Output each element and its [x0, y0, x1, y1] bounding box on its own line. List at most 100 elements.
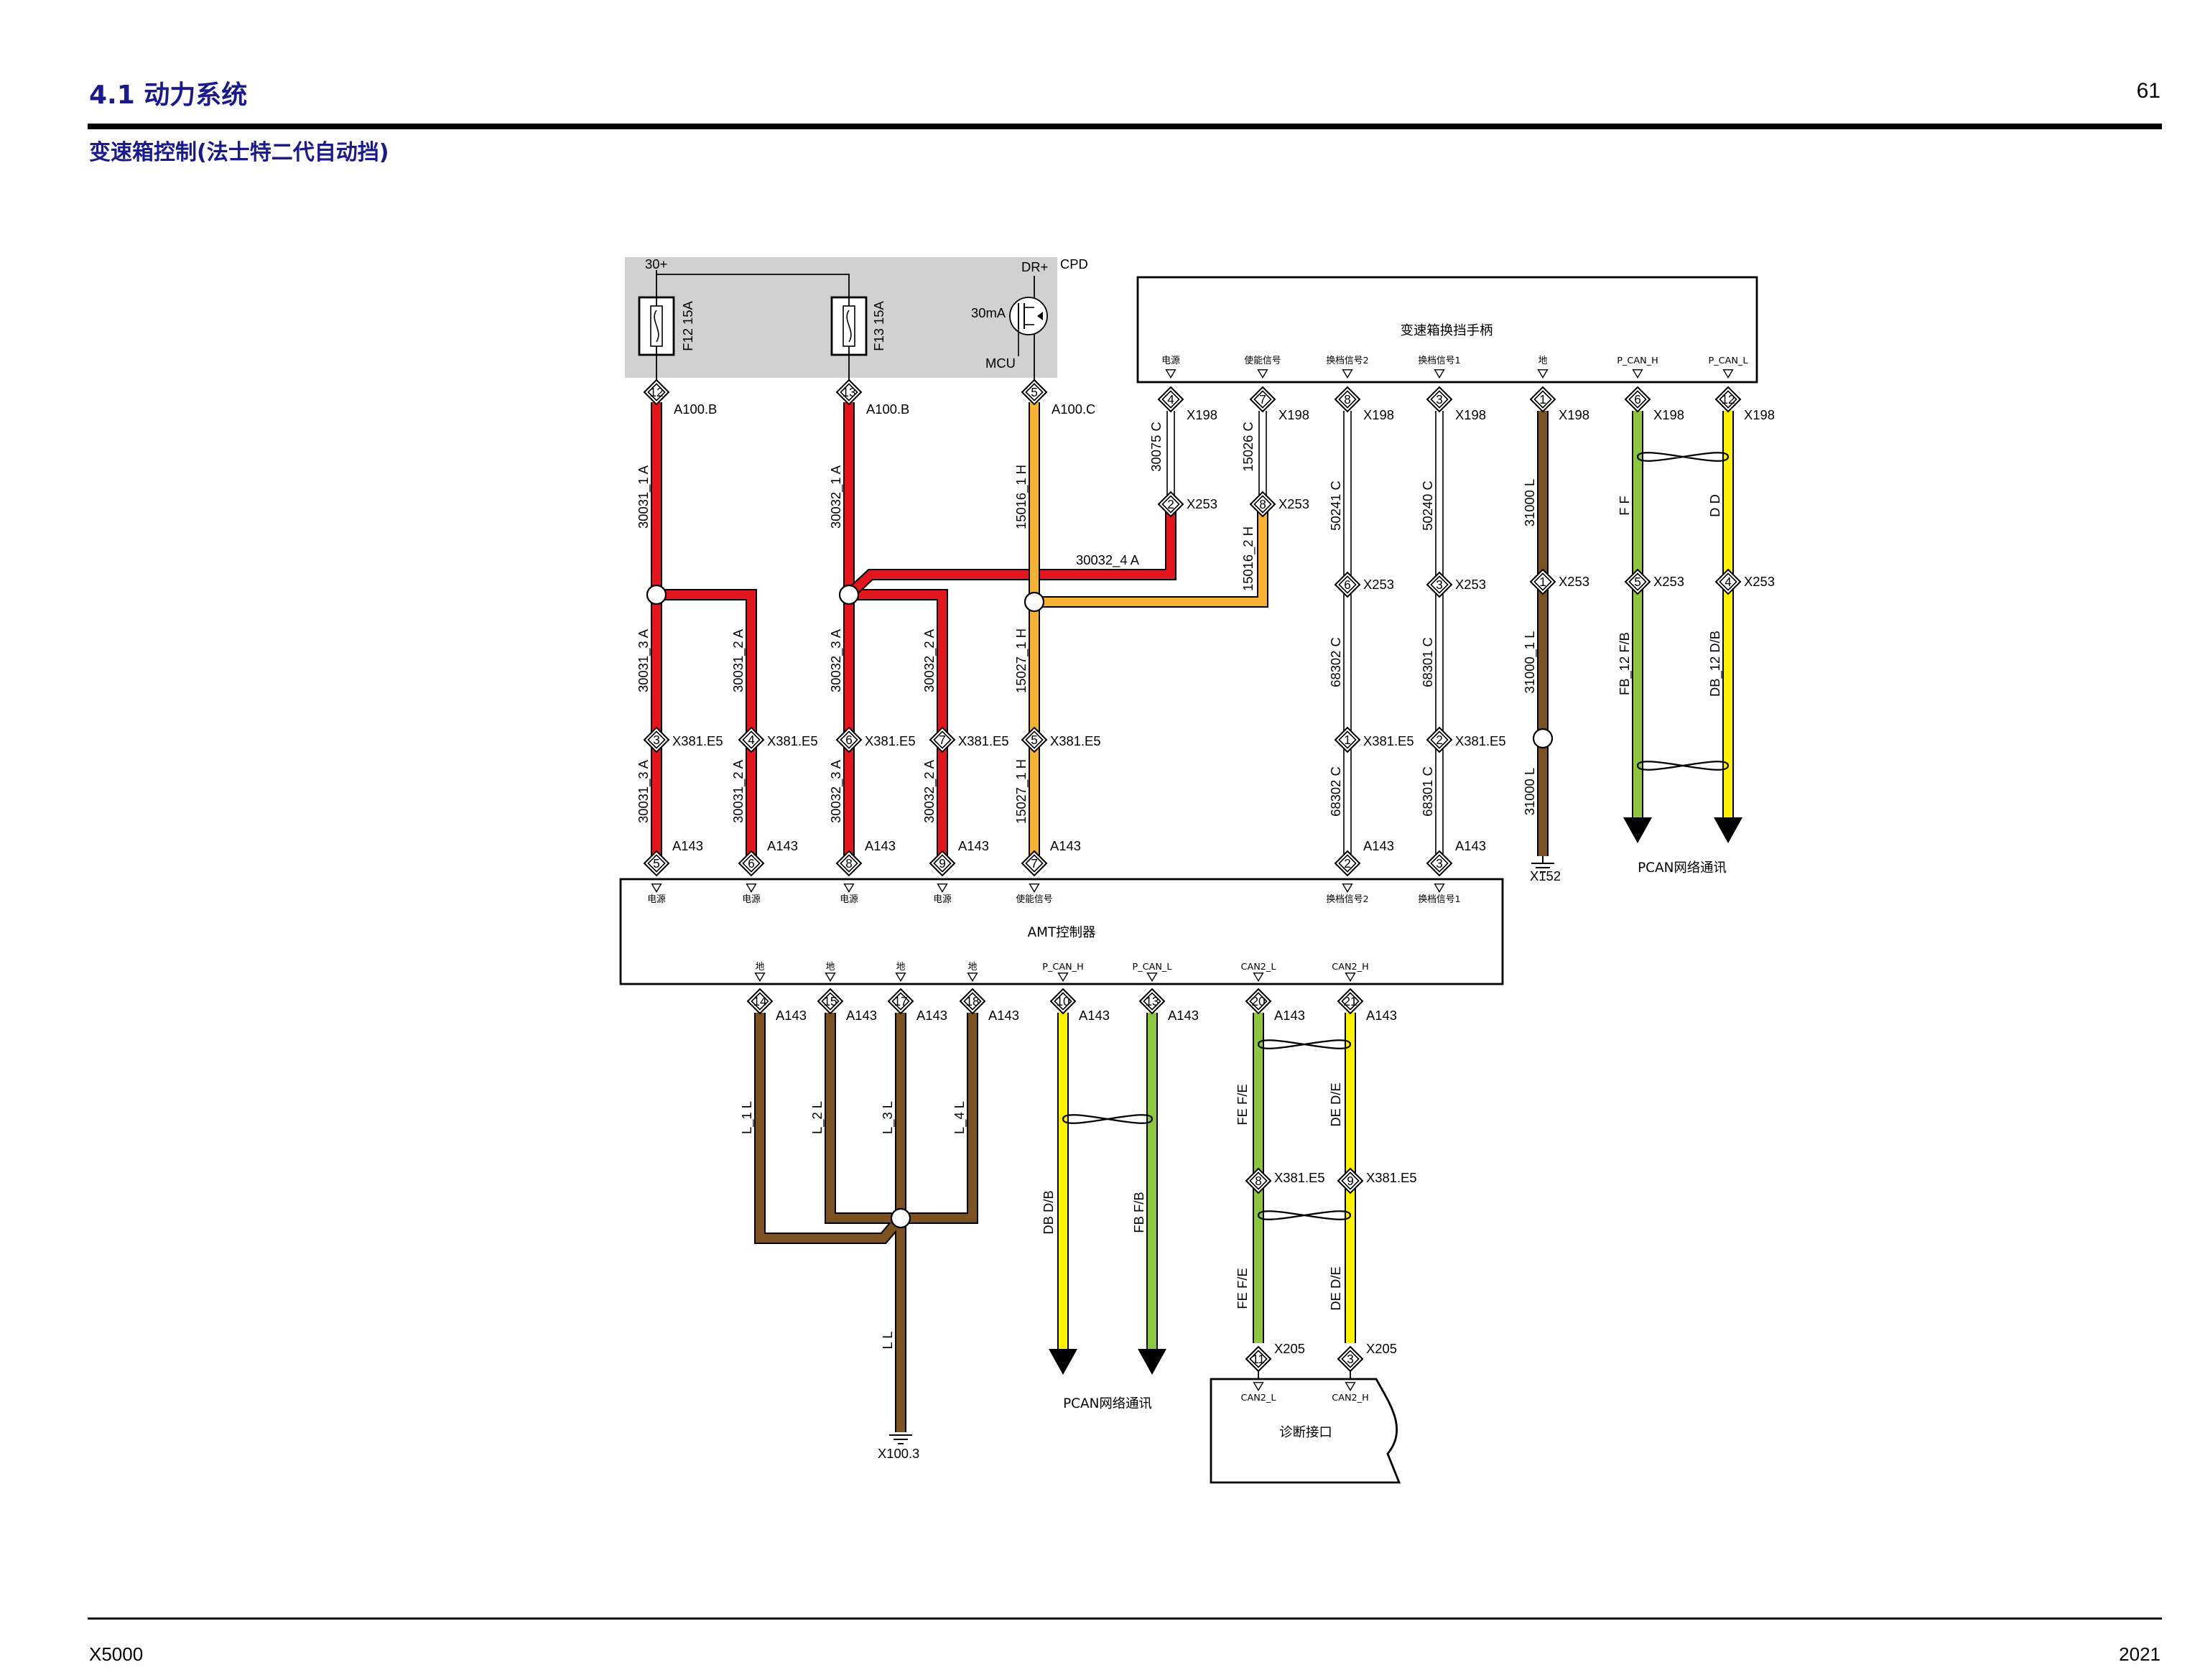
svg-text:15: 15 [823, 994, 837, 1008]
connector-pin: 5 [1021, 379, 1047, 405]
svg-text:10: 10 [1056, 994, 1069, 1008]
wire-label: L_4 L [952, 1101, 967, 1134]
svg-text:地: 地 [826, 962, 835, 973]
wire-label: DE D/E [1328, 1266, 1343, 1310]
fuse-f13: F13 15A [830, 286, 886, 382]
svg-text:CAN2_L: CAN2_L [1241, 1393, 1277, 1403]
page-number: 61 [2137, 79, 2160, 103]
svg-text:A143: A143 [1455, 838, 1486, 853]
svg-text:地: 地 [1538, 356, 1548, 366]
splice-points [646, 584, 1554, 1229]
connector-pin: 8 [1250, 491, 1276, 517]
svg-text:20: 20 [1251, 994, 1265, 1008]
svg-text:X253: X253 [1559, 574, 1589, 589]
diagram-title: 变速箱控制(法士特二代自动挡) [89, 140, 389, 165]
svg-text:3: 3 [1436, 856, 1443, 871]
wire-label: DE D/E [1328, 1082, 1343, 1126]
wire-label: L_2 L [809, 1101, 825, 1134]
svg-text:电源: 电源 [647, 894, 666, 905]
wire-label: L L [880, 1332, 895, 1350]
svg-text:A143: A143 [1274, 1008, 1305, 1023]
svg-text:X253: X253 [1363, 577, 1394, 592]
svg-text:X198: X198 [1278, 407, 1309, 422]
svg-text:X152: X152 [1530, 868, 1561, 883]
wire-label: 30032_2 A [922, 628, 937, 692]
svg-text:4: 4 [1725, 575, 1732, 589]
connector-pin: 17 [888, 988, 914, 1014]
svg-text:X205: X205 [1366, 1341, 1397, 1356]
connector-pin: 9 [929, 850, 955, 876]
svg-text:A143: A143 [672, 838, 703, 853]
svg-text:CAN2_L: CAN2_L [1241, 962, 1277, 973]
connector-pin: 8 [1335, 386, 1360, 412]
svg-text:电源: 电源 [1161, 356, 1180, 366]
wire-label: FB F/B [1131, 1192, 1146, 1233]
amt-pin-names: 电源 电源 电源 电源 使能信号 换档信号2 换档信号1 地 地 地 地 P_C… [647, 883, 1461, 982]
svg-text:8: 8 [1344, 392, 1351, 407]
wire-label: L_1 L [739, 1101, 755, 1134]
svg-text:1: 1 [1539, 392, 1546, 407]
connector-pin: 1 [1530, 386, 1556, 412]
svg-text:X381.E5: X381.E5 [672, 733, 723, 748]
svg-text:PCAN网络通讯: PCAN网络通讯 [1063, 1396, 1152, 1411]
svg-text:地: 地 [968, 962, 978, 973]
svg-text:电源: 电源 [840, 894, 858, 905]
svg-text:A143: A143 [1366, 1008, 1397, 1023]
connector-pin: 3 [1426, 572, 1452, 598]
wire-label: 68302 C [1328, 766, 1343, 817]
svg-text:X381.E5: X381.E5 [1366, 1170, 1417, 1185]
svg-text:5: 5 [1031, 385, 1038, 399]
wire-label: 30031_3 A [636, 759, 651, 823]
wire-label: 15027_1 H [1013, 759, 1029, 824]
wire-label: 31000_1 L [1522, 631, 1538, 694]
svg-text:CPD: CPD [1060, 256, 1088, 272]
svg-text:X198: X198 [1455, 407, 1486, 422]
svg-text:6: 6 [1634, 392, 1641, 407]
svg-text:DR+: DR+ [1021, 259, 1048, 274]
shifter-module: 变速箱换挡手柄 [1136, 276, 1758, 384]
orange-wires [1029, 402, 1268, 856]
connector-pin: 2 [1426, 727, 1452, 753]
footer-model: X5000 [89, 1643, 143, 1665]
svg-text:A143: A143 [1168, 1008, 1199, 1023]
svg-text:使能信号: 使能信号 [1016, 894, 1052, 905]
svg-text:A143: A143 [865, 838, 896, 853]
svg-text:X381.E5: X381.E5 [1363, 733, 1414, 748]
connector-pin: 3 [1426, 850, 1452, 876]
connector-pin: 4 [1158, 386, 1184, 412]
white-wires [1166, 411, 1444, 856]
connector-pin: 18 [960, 988, 985, 1014]
connector-pin: 8 [836, 850, 862, 876]
svg-text:1: 1 [1344, 733, 1351, 747]
svg-text:X253: X253 [1187, 496, 1217, 511]
wire-label: 30032_3 A [828, 759, 844, 823]
svg-text:2: 2 [1167, 497, 1174, 511]
svg-text:9: 9 [1347, 1174, 1354, 1188]
connector-pin: 9 [1337, 1168, 1363, 1194]
connector-labels: A100.B A100.B A100.C X198 X198 X198 X198… [672, 402, 1775, 1461]
wire-label: 68301 C [1420, 637, 1435, 687]
svg-text:A143: A143 [958, 838, 989, 853]
svg-text:14: 14 [753, 994, 767, 1008]
connector-pin: 6 [836, 727, 862, 753]
svg-text:A100.B: A100.B [866, 402, 909, 417]
svg-text:A100.C: A100.C [1052, 402, 1095, 417]
svg-text:6: 6 [748, 856, 755, 871]
connector-pin: 1 [1335, 727, 1360, 753]
svg-text:5: 5 [1634, 575, 1641, 589]
svg-text:诊断接口: 诊断接口 [1279, 1425, 1332, 1440]
svg-text:X253: X253 [1455, 577, 1486, 592]
fuse-f12: F12 15A [638, 286, 695, 382]
svg-text:12: 12 [649, 385, 663, 399]
power-box: 30+ F12 15A F13 15A DR+ CPD 30m [625, 256, 1088, 382]
connector-pin: 7 [1021, 850, 1047, 876]
svg-text:A143: A143 [1079, 1008, 1110, 1023]
svg-text:7: 7 [1259, 392, 1266, 407]
svg-text:F13 15A: F13 15A [871, 301, 886, 351]
diag-leads [1258, 1365, 1351, 1379]
header-rule [88, 124, 2162, 129]
connector-pin: 1 [1530, 569, 1556, 595]
svg-text:X253: X253 [1278, 496, 1309, 511]
svg-text:PCAN网络通讯: PCAN网络通讯 [1638, 860, 1727, 876]
